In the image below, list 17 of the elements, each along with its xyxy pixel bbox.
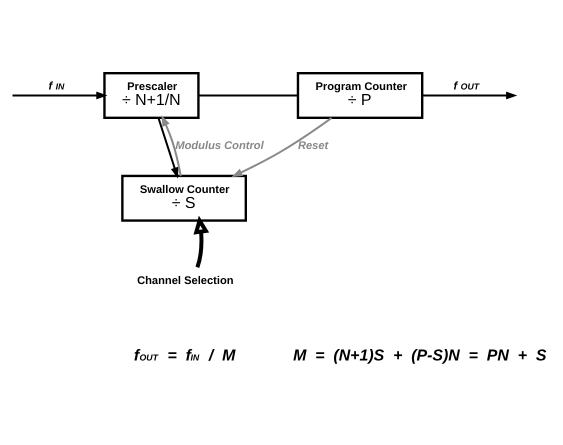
node-box: Program Counter ÷ P [296,72,424,119]
label: fOUT = fIN / M [134,348,236,365]
arrow [231,117,332,178]
arrow [161,115,182,176]
arrow [422,92,518,100]
connector [198,94,298,96]
node-box: Swallow Counter ÷ S [121,174,247,222]
edge-label: Modulus Control [175,140,264,152]
edge-label: Reset [298,140,328,152]
arrow [158,118,178,179]
arrow [193,216,210,268]
arrow [12,92,108,100]
node-box: Prescaler ÷ N+1/N [103,72,200,119]
node-text: Channel Selection [137,274,234,287]
label: M = (N+1)S + (P-S)N = PN + S [293,348,546,365]
edge-label: fIN [48,80,64,92]
edge-label: fOUT [454,80,480,92]
